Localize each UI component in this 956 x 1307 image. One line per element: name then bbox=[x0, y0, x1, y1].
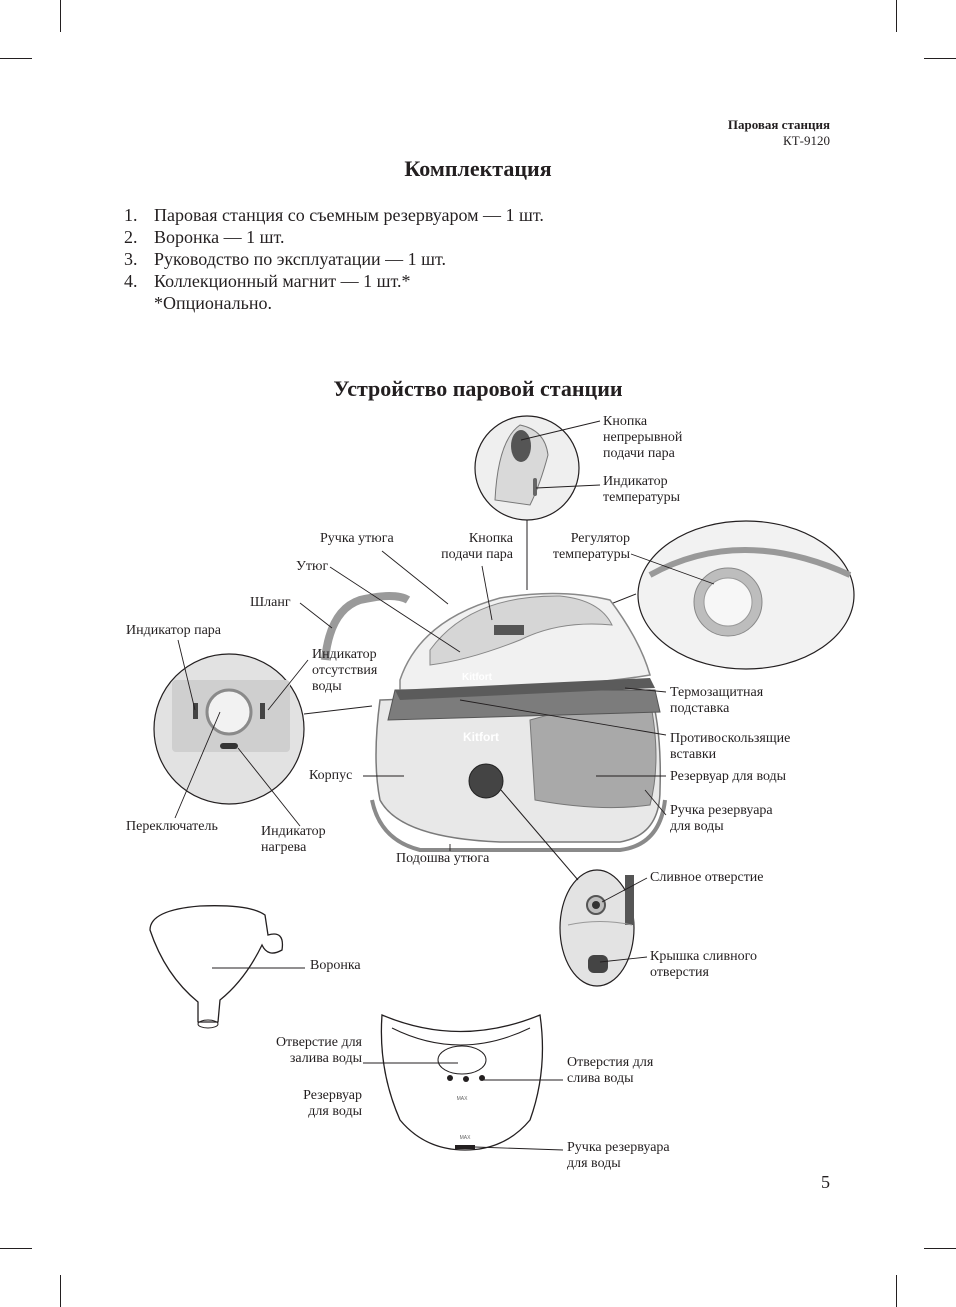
label-drain-openings: Отверстия для слива воды bbox=[567, 1055, 654, 1086]
crop-mark bbox=[0, 1248, 32, 1249]
list-text: Паровая станция со съемным резервуаром —… bbox=[154, 205, 544, 225]
label-drain-cap: Крышка сливного отверстия bbox=[650, 949, 758, 980]
list-text: Воронка — 1 шт. bbox=[154, 227, 285, 247]
section-title-contents: Комплектация bbox=[404, 156, 552, 181]
page-number: 5 bbox=[821, 1172, 830, 1192]
label-hose: Шланг bbox=[250, 595, 291, 610]
label-steam-button: Кнопка подачи пара bbox=[441, 531, 513, 562]
hose-shape bbox=[321, 592, 411, 661]
label-heat-resistant-stand: Термозащитная подставка bbox=[670, 685, 764, 716]
crop-mark bbox=[896, 1275, 897, 1307]
label-funnel: Воронка bbox=[310, 958, 361, 973]
label-soleplate: Подошва утюга bbox=[396, 851, 490, 866]
label-antislip-inserts: Противоскользящие вставки bbox=[670, 731, 791, 762]
crop-mark bbox=[924, 1248, 956, 1249]
label-no-water-indicator: Индикатор отсутствия воды bbox=[312, 647, 378, 694]
label-body: Корпус bbox=[309, 768, 353, 783]
temperature-led-shape bbox=[533, 478, 537, 496]
list-number: 2. bbox=[124, 227, 138, 247]
regulator-detail-circle bbox=[637, 520, 855, 670]
tank-max-mark-lower: MAX bbox=[460, 1135, 472, 1141]
list-item: 2. Воронка — 1 шт. bbox=[124, 226, 544, 248]
list-note: *Опционально. bbox=[124, 292, 544, 314]
label-water-tank: Резервуар для воды bbox=[670, 769, 787, 784]
brand-logo: Kitfort bbox=[463, 730, 499, 744]
handle-detail-circle bbox=[474, 415, 580, 521]
label-tank: Резервуар для воды bbox=[303, 1088, 362, 1119]
leader-lines bbox=[174, 420, 715, 1151]
list-text: Руководство по эксплуатации — 1 шт. bbox=[154, 249, 446, 269]
list-item: 4. Коллекционный магнит — 1 шт.* bbox=[124, 270, 544, 292]
optional-note: *Опционально. bbox=[154, 293, 273, 313]
iron: Kitfort bbox=[395, 592, 655, 700]
tank-drawing: MAX MAX bbox=[380, 1014, 544, 1151]
crop-mark bbox=[60, 0, 61, 32]
label-fill-opening: Отверстие для залива воды bbox=[275, 1035, 362, 1066]
crop-mark bbox=[924, 58, 956, 59]
label-continuous-steam-button: Кнопка непрерывной подачи пара bbox=[603, 414, 683, 461]
list-item: 1. Паровая станция со съемным резервуаром… bbox=[124, 204, 544, 226]
label-iron-handle: Ручка утюга bbox=[320, 531, 394, 546]
label-steam-indicator: Индикатор пара bbox=[126, 623, 222, 638]
brand-logo-iron: Kitfort bbox=[462, 672, 493, 683]
crop-mark bbox=[896, 0, 897, 32]
control-panel-circle bbox=[153, 653, 305, 805]
tank-max-mark: MAX bbox=[457, 1096, 469, 1102]
crop-mark bbox=[60, 1275, 61, 1307]
header-product: Паровая станция bbox=[727, 117, 830, 132]
label-drain-hole: Сливное отверстие bbox=[650, 870, 764, 885]
contents-list: 1. Паровая станция со съемным резервуаром… bbox=[124, 204, 544, 314]
label-heating-indicator: Индикатор нагрева bbox=[261, 824, 326, 855]
label-iron: Утюг bbox=[296, 559, 329, 574]
list-number: 3. bbox=[124, 249, 138, 269]
label-temperature-regulator: Регулятор температуры bbox=[552, 531, 630, 562]
crop-mark bbox=[0, 58, 32, 59]
list-number: 1. bbox=[124, 205, 138, 225]
list-number: 4. bbox=[124, 271, 138, 291]
label-tank-handle: Ручка резервуара для воды bbox=[670, 803, 773, 834]
label-temperature-indicator: Индикатор температуры bbox=[603, 474, 681, 505]
label-tank-handle-2: Ручка резервуара для воды bbox=[567, 1140, 670, 1171]
running-header: Паровая станция КТ-9120 bbox=[728, 117, 830, 149]
label-switch: Переключатель bbox=[126, 819, 218, 834]
list-item: 3. Руководство по эксплуатации — 1 шт. bbox=[124, 248, 544, 270]
continuous-steam-button-shape bbox=[511, 430, 531, 462]
steam-station-body: Kitfort bbox=[370, 689, 667, 852]
list-text: Коллекционный магнит — 1 шт.* bbox=[154, 271, 411, 291]
header-model: КТ-9120 bbox=[783, 133, 830, 148]
drain-detail-circle bbox=[559, 869, 635, 987]
funnel-drawing bbox=[149, 905, 284, 1029]
section-title-device: Устройство паровой станции bbox=[333, 376, 623, 401]
